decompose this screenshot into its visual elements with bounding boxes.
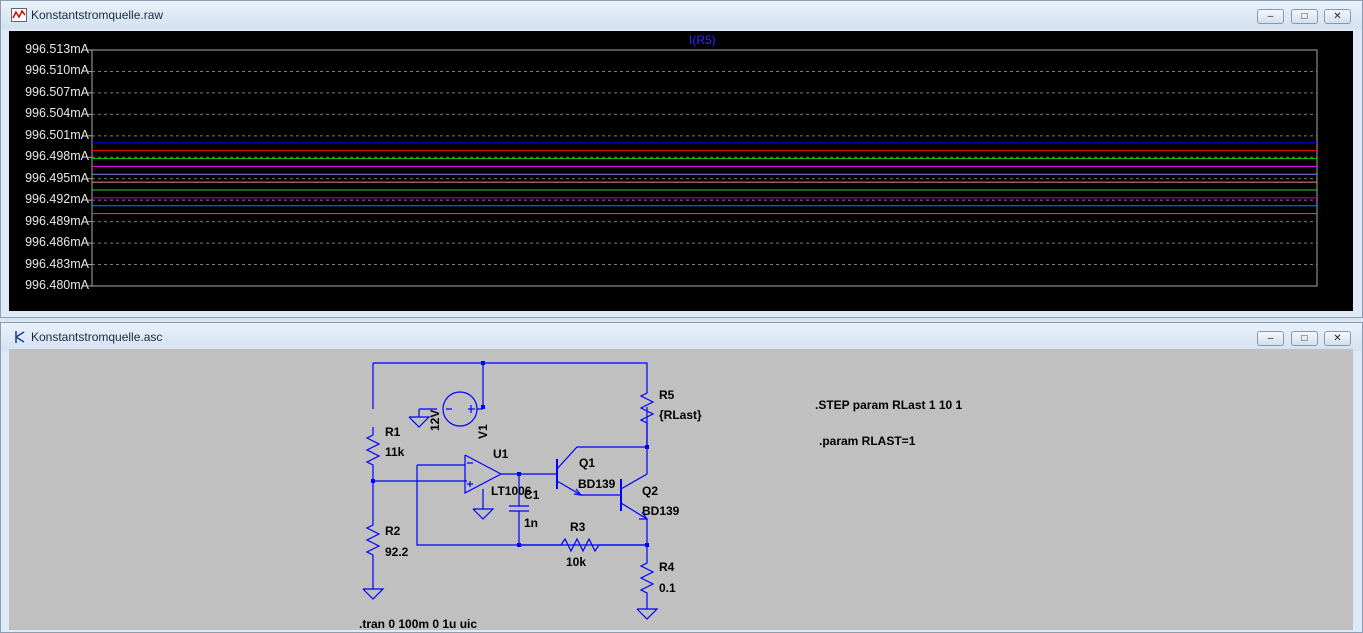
r4-name: R4 [659,560,675,574]
tran-directive[interactable]: .tran 0 100m 0 1u uic [359,617,478,630]
r1-name: R1 [385,425,401,439]
minimize-button[interactable]: – [1257,331,1284,346]
c1-value[interactable]: 1n [524,516,539,530]
resistor-r4 [639,545,655,609]
waveform-window-title: Konstantstromquelle.raw [31,8,164,22]
y-tick-label: 996.507mA [25,84,89,99]
plot-pane[interactable]: I(R5) 996.513mA 996.510mA 996.507mA 996.504… [9,31,1353,311]
r1-value[interactable]: 11k [385,445,405,459]
u1-name: U1 [493,447,509,461]
y-tick-label: 996.510mA [25,63,89,78]
q2-name: Q2 [642,484,659,498]
schematic-window: Konstantstromquelle.asc – □ ✕ [0,322,1363,633]
schematic-window-title: Konstantstromquelle.asc [31,330,163,344]
trace-label[interactable]: I(R5) [689,33,716,47]
y-tick-label: 996.513mA [25,42,89,56]
minimize-button[interactable]: – [1257,9,1284,24]
resistor-r3 [519,537,647,553]
y-tick-label: 996.483mA [25,256,89,271]
close-button[interactable]: ✕ [1324,331,1351,346]
q1-value[interactable]: BD139 [578,477,616,491]
plot-frame [91,49,1318,287]
y-tick-label: 996.492mA [25,192,89,207]
y-tick-label: 996.501mA [25,127,89,142]
resistor-r2 [365,519,381,589]
waveform-app-icon [11,8,27,22]
v1-value[interactable]: 12V [428,409,442,431]
wire [556,446,647,470]
resistor-r1 [365,427,381,473]
r5-value[interactable]: {RLast} [659,408,702,422]
r2-value[interactable]: 92.2 [385,545,409,559]
y-tick-label: 996.489mA [25,213,89,228]
r4-value[interactable]: 0.1 [659,581,676,595]
r5-name: R5 [659,388,675,402]
waveform-title-bar[interactable]: Konstantstromquelle.raw – □ ✕ [1,1,1362,29]
wire [373,362,648,387]
r3-name: R3 [570,520,586,534]
r3-value[interactable]: 10k [566,555,587,569]
maximize-button[interactable]: □ [1291,331,1318,346]
y-tick-label: 996.498mA [25,149,89,164]
u1-value[interactable]: LT1006 [491,484,532,498]
ground-symbol [408,416,431,428]
y-tick-label: 996.486mA [25,235,89,250]
r2-name: R2 [385,524,401,538]
plot-graph[interactable] [9,31,1353,311]
ground-symbol [472,508,495,520]
ground-symbol [362,588,385,600]
param-directive[interactable]: .param RLAST=1 [819,434,916,448]
step-directive[interactable]: .STEP param RLast 1 10 1 [815,398,963,412]
ground-symbol [636,608,659,620]
v1-name: V1 [476,424,490,439]
q1-name: Q1 [579,456,596,470]
schematic-app-icon [15,331,25,343]
q2-value[interactable]: BD139 [642,504,680,518]
c1-name: C1 [524,488,540,502]
wire [416,465,647,546]
y-tick-label: 996.504mA [25,106,89,121]
opamp-u1 [464,454,503,494]
schematic-drawing[interactable] [9,349,1353,630]
waveform-window: Konstantstromquelle.raw – □ ✕ I(R5) 996.… [0,0,1363,318]
close-button[interactable]: ✕ [1324,9,1351,24]
schematic-canvas[interactable]: R1 11k R2 92.2 R3 10k R4 0.1 R5 {RLast} … [9,349,1353,630]
resistor-r5 [639,387,655,447]
y-tick-label: 996.480mA [25,278,89,292]
y-tick-label: 996.495mA [25,170,89,185]
maximize-button[interactable]: □ [1291,9,1318,24]
schematic-title-bar[interactable]: Konstantstromquelle.asc – □ ✕ [1,323,1362,351]
